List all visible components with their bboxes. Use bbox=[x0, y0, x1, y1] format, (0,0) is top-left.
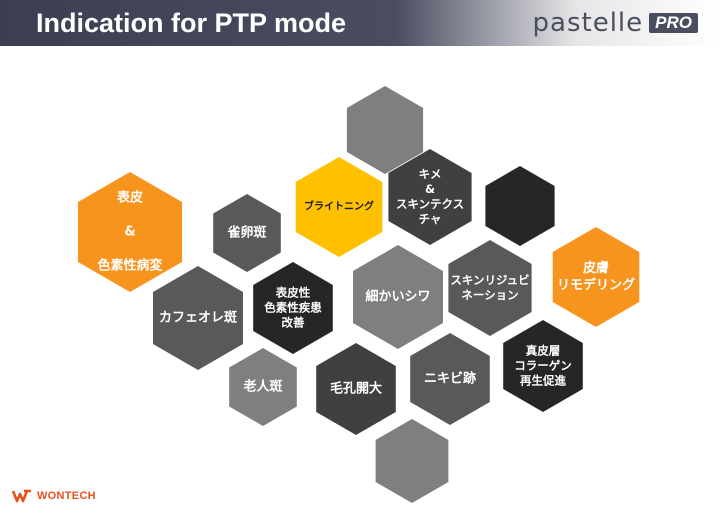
hexagon-2 bbox=[213, 194, 281, 272]
hexagon-9 bbox=[448, 240, 532, 336]
company-logo-text: WONTECH bbox=[37, 490, 96, 502]
hexagon-14 bbox=[503, 320, 583, 412]
header-bar: Indication for PTP mode pastelle PRO bbox=[0, 0, 720, 46]
hexagon-11 bbox=[229, 348, 297, 426]
brand-badge: PRO bbox=[649, 13, 698, 33]
hexagon-10 bbox=[552, 227, 640, 327]
hexagon-15 bbox=[375, 419, 449, 503]
hexagon-8 bbox=[353, 245, 443, 349]
slide-title: Indication for PTP mode bbox=[36, 8, 347, 38]
hexagon-6 bbox=[153, 266, 243, 370]
brand-name: pastelle bbox=[532, 8, 644, 38]
brand-logo: pastelle PRO bbox=[533, 9, 698, 37]
hexagon-5 bbox=[485, 166, 555, 246]
hexagon-4 bbox=[388, 149, 472, 245]
company-logo: WONTECH bbox=[12, 486, 96, 506]
wontech-logo-icon bbox=[12, 489, 31, 503]
hexagon-13 bbox=[410, 333, 490, 425]
hexagon-12 bbox=[316, 343, 396, 435]
hexagon-1 bbox=[78, 172, 182, 292]
hexagon-3 bbox=[295, 157, 383, 257]
hexagon-0 bbox=[346, 86, 424, 174]
hexagon-7 bbox=[253, 262, 333, 354]
